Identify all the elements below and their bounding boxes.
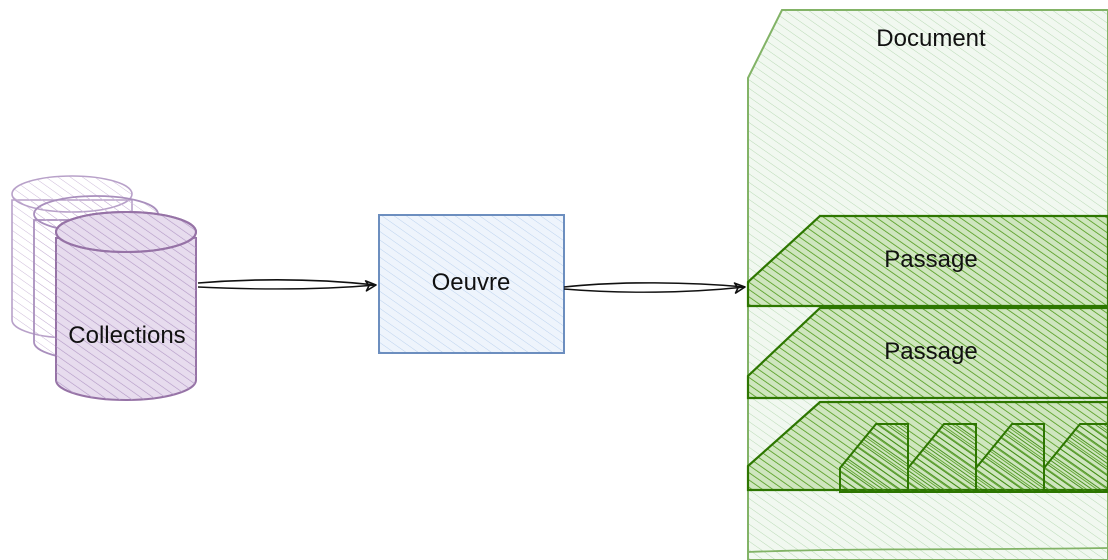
passage-label-1: Passage <box>884 246 977 273</box>
collections-label: Collections <box>68 322 185 349</box>
passage-node-2[interactable]: Passage <box>746 306 1108 400</box>
document-label: Document <box>876 25 986 52</box>
oeuvre-node[interactable]: Oeuvre <box>378 214 565 354</box>
passage-node-1[interactable]: Passage <box>746 214 1108 308</box>
oeuvre-label: Oeuvre <box>432 269 511 296</box>
collections-cylinder-front <box>55 211 197 401</box>
passage-node-3[interactable] <box>746 400 1108 493</box>
edge-collections-to-oeuvre[interactable] <box>197 278 377 292</box>
passage-segments <box>839 423 1108 493</box>
passage-label-2: Passage <box>884 338 977 365</box>
collections-node[interactable]: Collections <box>11 175 197 401</box>
edge-oeuvre-to-document[interactable] <box>563 282 746 294</box>
